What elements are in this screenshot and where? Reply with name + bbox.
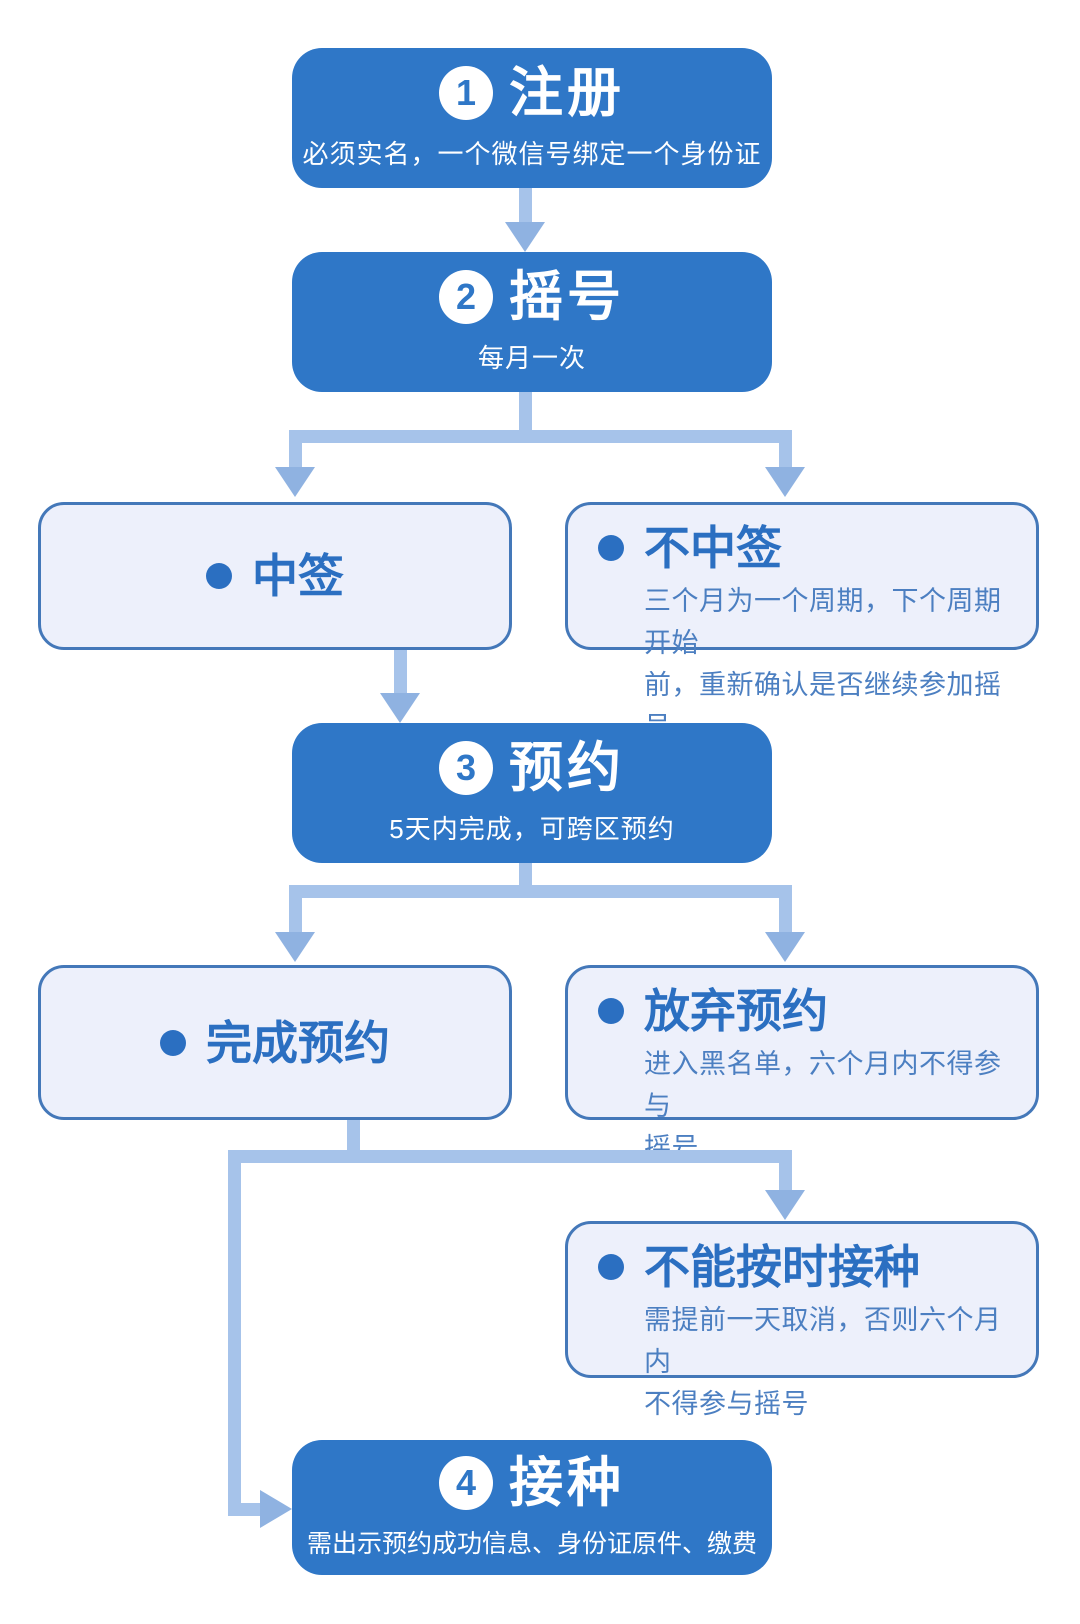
outcome-title: 不中签 — [644, 522, 782, 574]
arrow-down-icon — [765, 932, 805, 962]
step-subtitle: 5天内完成，可跨区预约 — [389, 813, 675, 844]
outcome-title-row: 完成预约 — [160, 1020, 390, 1066]
outcome-title-row: 中签 — [206, 553, 344, 599]
connector-complete-right-elbow — [779, 1163, 792, 1190]
step-title-row: 2 摇号 — [439, 266, 625, 327]
connector-complete-bottom-elbow — [228, 1503, 262, 1516]
connector-lottery-stem — [519, 392, 532, 430]
step-subtitle: 每月一次 — [477, 342, 586, 373]
step-box-lottery: 2 摇号 每月一次 — [292, 252, 772, 392]
bullet-icon — [598, 535, 624, 561]
connector-complete-left-vline — [228, 1163, 241, 1516]
step-title: 摇号 — [509, 266, 625, 327]
step-title: 接种 — [509, 1452, 625, 1513]
bullet-icon — [598, 1254, 624, 1280]
step-title-row: 1 注册 — [439, 62, 625, 123]
step-box-appointment: 3 预约 5天内完成，可跨区预约 — [292, 723, 772, 863]
outcome-title-row: 不中签 — [598, 525, 1022, 571]
step-number-badge: 2 — [439, 269, 493, 324]
connector-appointment-right-elbow — [779, 898, 792, 932]
bullet-icon — [206, 563, 232, 589]
arrow-down-icon — [505, 222, 545, 252]
outcome-box-abandon: 放弃预约 进入黑名单，六个月内不得参与 摇号 — [565, 965, 1039, 1163]
arrow-down-icon — [765, 467, 805, 497]
connector-complete-hbar — [228, 1150, 792, 1163]
step-title-row: 4 接种 — [439, 1452, 625, 1513]
outcome-box-complete: 完成预约 — [38, 965, 512, 1120]
connector-win-to-appointment — [394, 650, 407, 693]
outcome-box-lose: 不中签 三个月为一个周期，下个周期开始 前，重新确认是否继续参加摇号 — [565, 502, 1039, 742]
outcome-title: 放弃预约 — [644, 985, 828, 1037]
step-subtitle: 需出示预约成功信息、身份证原件、缴费 — [306, 1529, 757, 1558]
connector-appointment-stem — [519, 863, 532, 885]
outcome-title: 中签 — [252, 550, 344, 602]
outcome-title: 不能按时接种 — [644, 1241, 920, 1293]
outcome-box-win: 中签 — [38, 502, 512, 650]
connector-appointment-hbar — [289, 885, 792, 898]
outcome-title-row: 不能按时接种 — [598, 1244, 1022, 1290]
step-number-badge: 3 — [439, 740, 493, 795]
arrow-right-icon — [260, 1490, 292, 1528]
connector-appointment-left-elbow — [289, 898, 302, 932]
outcome-detail: 三个月为一个周期，下个周期开始 前，重新确认是否继续参加摇号 — [644, 586, 1002, 742]
outcome-title-row: 放弃预约 — [598, 988, 1022, 1034]
step-number-badge: 4 — [439, 1455, 493, 1510]
connector-complete-stem — [347, 1120, 360, 1150]
step-box-register: 1 注册 必须实名，一个微信号绑定一个身份证 — [292, 48, 772, 188]
arrow-down-icon — [275, 467, 315, 497]
bullet-icon — [160, 1029, 186, 1056]
bullet-icon — [598, 998, 624, 1024]
connector-register-to-lottery — [519, 188, 532, 224]
step-box-vaccinate: 4 接种 需出示预约成功信息、身份证原件、缴费 — [292, 1440, 772, 1575]
connector-lottery-hbar — [289, 430, 792, 443]
step-title: 预约 — [509, 737, 625, 798]
connector-lottery-left-elbow — [289, 443, 302, 467]
outcome-title: 完成预约 — [206, 1016, 390, 1069]
step-title: 注册 — [509, 62, 625, 123]
connector-lottery-right-elbow — [779, 443, 792, 467]
outcome-detail: 进入黑名单，六个月内不得参与 摇号 — [644, 1049, 1002, 1163]
step-subtitle: 必须实名，一个微信号绑定一个身份证 — [302, 138, 762, 169]
outcome-box-miss-schedule: 不能按时接种 需提前一天取消，否则六个月内 不得参与摇号 — [565, 1221, 1039, 1419]
step-title-row: 3 预约 — [439, 737, 625, 798]
step-number-badge: 1 — [439, 65, 493, 120]
arrow-down-icon — [380, 693, 420, 723]
outcome-detail: 需提前一天取消，否则六个月内 不得参与摇号 — [644, 1305, 1002, 1419]
arrow-down-icon — [275, 932, 315, 962]
arrow-down-icon — [765, 1190, 805, 1220]
